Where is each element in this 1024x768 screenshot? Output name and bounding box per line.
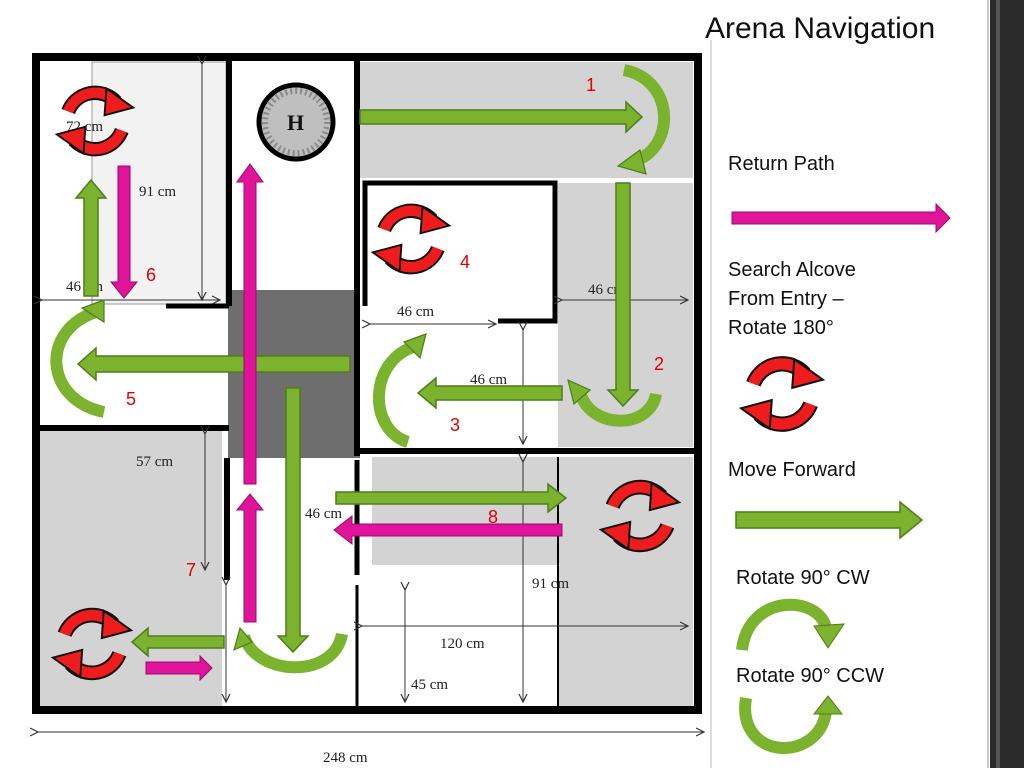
legend-return-path-label: Return Path bbox=[728, 153, 835, 175]
forward-arrow-down-right bbox=[606, 182, 640, 408]
forward-arrow-step3 bbox=[416, 376, 563, 410]
step-6: 6 bbox=[146, 265, 156, 285]
legend-return-path-arrow bbox=[731, 202, 951, 234]
legend-rotate-cw-icon bbox=[736, 598, 845, 652]
dim-57: 57 cm bbox=[136, 454, 173, 470]
legend: Return Path Search Alcove From Entry – R… bbox=[728, 153, 951, 754]
rotate-arrows bbox=[50, 64, 671, 674]
step-1: 1 bbox=[586, 75, 596, 95]
legend-search-alcove-line1: Search Alcove bbox=[728, 259, 856, 281]
rotate-arrow-step1 bbox=[622, 64, 671, 168]
legend-search-alcove-line2: From Entry – bbox=[728, 288, 844, 310]
return-arrow-bottom bbox=[145, 654, 213, 682]
return-arrow-step6-down bbox=[109, 165, 139, 299]
return-arrow-step7-up bbox=[235, 493, 265, 623]
dim-46-center: 46 cm bbox=[397, 304, 434, 320]
rotate-arrow-step2 bbox=[574, 389, 662, 427]
step-4: 4 bbox=[460, 252, 470, 272]
rotate-arrow-bottom-center bbox=[238, 632, 348, 674]
forward-arrow-step1 bbox=[359, 100, 644, 134]
dim-248: 248 cm bbox=[323, 750, 368, 766]
forward-arrow-center-down bbox=[276, 387, 310, 654]
legend-move-forward-label: Move Forward bbox=[728, 459, 856, 481]
legend-move-forward-arrow bbox=[735, 500, 924, 540]
return-path-arrows bbox=[109, 163, 563, 682]
dim-91-left: 91 cm bbox=[139, 184, 176, 200]
forward-arrow-bottom-left bbox=[130, 626, 225, 658]
dim-91-right: 91 cm bbox=[532, 576, 569, 592]
step-2: 2 bbox=[654, 354, 664, 374]
step-3: 3 bbox=[450, 415, 460, 435]
legend-rotate-cw-label: Rotate 90° CW bbox=[736, 567, 870, 589]
step-7: 7 bbox=[186, 560, 196, 580]
search-rotate-step4 bbox=[373, 207, 449, 272]
forward-arrow-step6-up bbox=[74, 178, 108, 297]
step-5: 5 bbox=[126, 389, 136, 409]
outer-wall bbox=[32, 53, 702, 714]
side-strip bbox=[987, 0, 1024, 768]
legend-search-alcove-line3: Rotate 180° bbox=[728, 317, 834, 339]
return-arrow-long-up bbox=[236, 163, 264, 485]
forward-arrow-step8 bbox=[335, 482, 568, 514]
step-8: 8 bbox=[488, 507, 498, 527]
dimension-lines bbox=[38, 64, 704, 732]
arena: 72 cm 91 cm 46 cm 46 cm 46 cm 46 cm 57 c… bbox=[32, 53, 704, 766]
dim-120: 120 cm bbox=[440, 636, 485, 652]
helipad-label: H bbox=[287, 110, 304, 135]
page-title: Arena Navigation bbox=[705, 12, 935, 45]
move-forward-arrows bbox=[74, 100, 644, 658]
legend-rotate-ccw-label: Rotate 90° CCW bbox=[736, 665, 884, 687]
zone-mid-right bbox=[372, 457, 558, 565]
legend-rotate-ccw-icon bbox=[739, 695, 844, 754]
dim-46-mid: 46 cm bbox=[470, 372, 507, 388]
helipad: H bbox=[256, 82, 336, 162]
rotate-arrow-step3 bbox=[372, 340, 419, 448]
dim-46-lower: 46 cm bbox=[305, 506, 342, 522]
legend-search-rotate-icon bbox=[741, 359, 823, 429]
forward-arrow-step5 bbox=[76, 346, 351, 382]
rotate-arrow-heads bbox=[80, 148, 647, 652]
return-arrow-step8 bbox=[333, 514, 563, 546]
dim-45: 45 cm bbox=[411, 677, 448, 693]
inner-walls bbox=[36, 60, 698, 706]
rotate-arrow-step5 bbox=[50, 306, 106, 418]
